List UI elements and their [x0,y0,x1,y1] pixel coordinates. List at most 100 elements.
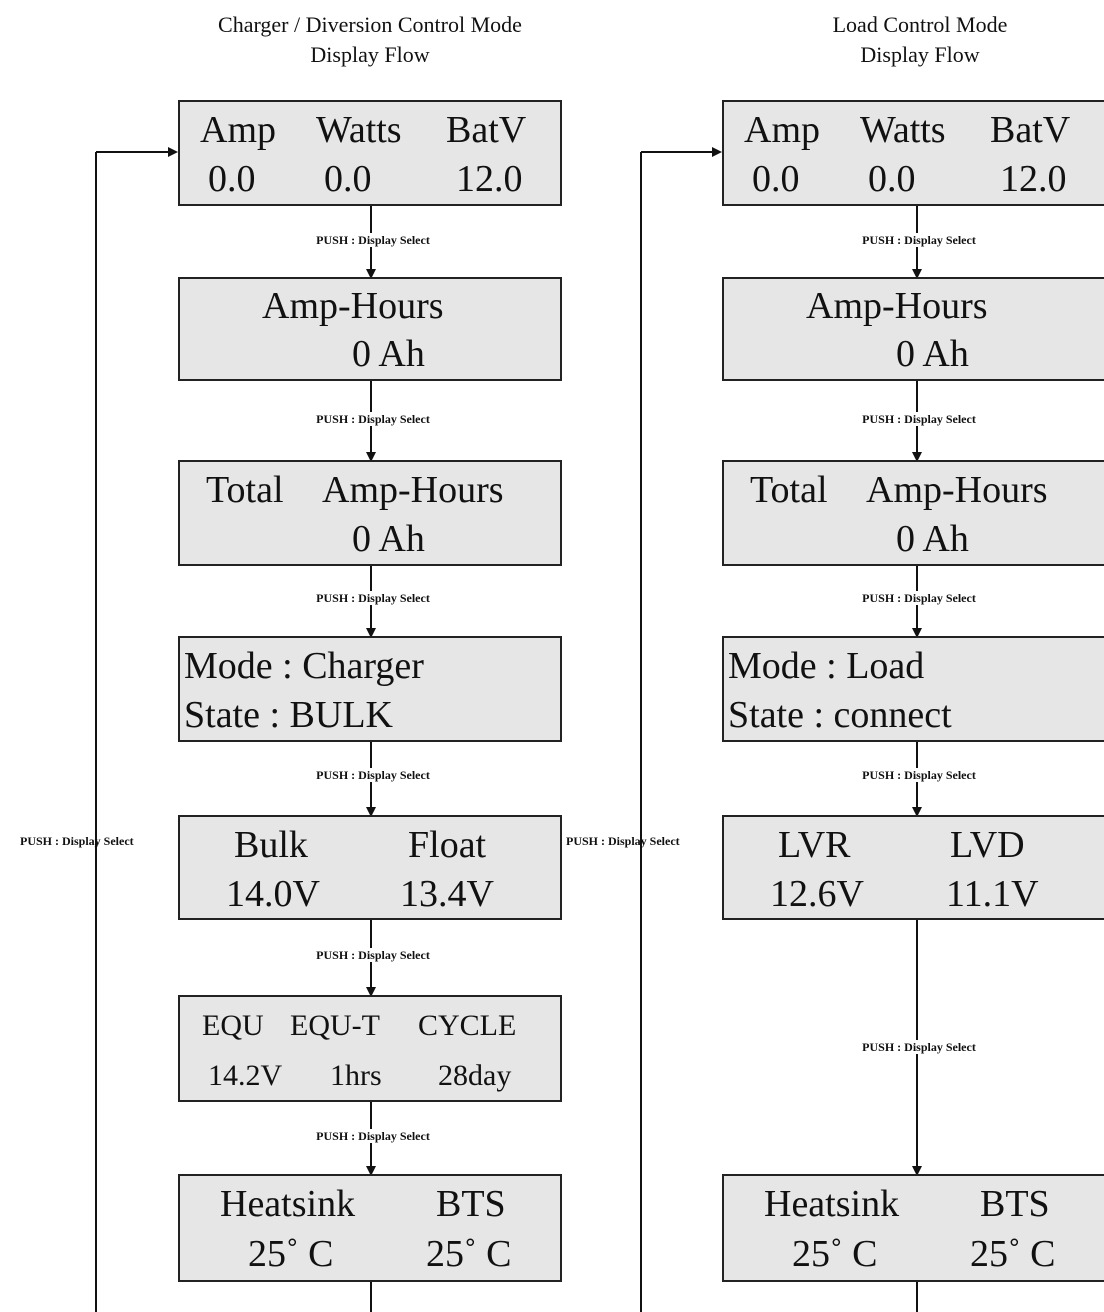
left-push-label: PUSH : Display Select [293,1129,453,1143]
screen-value: Total [206,469,284,512]
screen-value: BatV [446,109,527,152]
screen-value: BatV [990,109,1071,152]
screen-value: 25˚ C [970,1233,1056,1275]
screen-value: Amp [200,109,276,152]
screen-value: 0.0 [752,158,800,200]
screen-value: LVD [950,824,1025,867]
screen-value: 0.0 [868,158,916,200]
screen-value: Heatsink [764,1183,900,1226]
screen-value: Amp-Hours [866,469,1048,512]
screen-bottom-row: 0.0 0.0 12.0 [180,155,560,204]
screen-value: EQU-T [290,1009,380,1043]
screen-value: Watts [860,109,946,152]
screen-value: 25˚ C [792,1233,878,1275]
screen-top-row: Heatsink BTS [180,1180,560,1230]
right-screen-5: LVR LVD 12.6V 11.1V [722,815,1104,920]
screen-bottom-row: 25˚ C 25˚ C [180,1230,560,1280]
screen-top-row: Bulk Float [180,821,560,869]
screen-top-row: Total Amp-Hours [180,466,560,515]
screen-value: State : connect [728,694,952,736]
screen-top-row: Mode : Charger [180,642,560,691]
screen-bottom-row: 0 Ah [724,331,1104,379]
screen-value: 0 Ah [352,333,425,375]
left-push-label: PUSH : Display Select [293,948,453,962]
screen-value: 25˚ C [426,1233,512,1275]
screen-value: Heatsink [220,1183,356,1226]
screen-top-row: Amp-Hours [180,283,560,331]
screen-bottom-row: State : BULK [180,691,560,740]
screen-value: Mode : Charger [184,645,424,688]
left-loop-label: PUSH : Display Select [20,834,134,848]
right-screen-2: Amp-Hours 0 Ah [722,277,1104,381]
left-screen-7: Heatsink BTS 25˚ C 25˚ C [178,1174,562,1282]
right-push-label: PUSH : Display Select [839,768,999,782]
screen-value: BTS [436,1183,506,1226]
right-title-line2: Display Flow [860,42,980,67]
screen-value: LVR [778,824,851,867]
screen-bottom-row: 12.6V 11.1V [724,870,1104,918]
screen-value: 13.4V [400,872,494,915]
screen-top-row: LVR LVD [724,821,1104,869]
screen-bottom-row: 0.0 0.0 12.0 [724,155,1104,204]
screen-value: Mode : Load [728,645,925,688]
screen-value: Amp-Hours [806,285,988,328]
left-push-label: PUSH : Display Select [293,412,453,426]
screen-bottom-row: 0 Ah [180,331,560,379]
screen-value: 0 Ah [896,518,969,560]
screen-value: 0 Ah [896,333,969,375]
screen-value: 25˚ C [248,1233,334,1275]
screen-value: Amp-Hours [262,285,444,328]
left-column-title: Charger / Diversion Control Mode Display… [170,10,570,70]
screen-value: 12.0 [456,158,523,200]
screen-value: 0 Ah [352,518,425,560]
screen-value: 28day [438,1058,512,1092]
left-push-label: PUSH : Display Select [293,591,453,605]
screen-value: 14.0V [226,872,320,915]
screen-value: 12.6V [770,872,864,915]
left-push-label: PUSH : Display Select [293,233,453,247]
screen-value: EQU [202,1009,264,1043]
right-push-label: PUSH : Display Select [839,233,999,247]
screen-value: 12.0 [1000,158,1067,200]
right-screen-3: Total Amp-Hours 0 Ah [722,460,1104,566]
screen-value: Total [750,469,828,512]
left-screen-3: Total Amp-Hours 0 Ah [178,460,562,566]
screen-bottom-row: 25˚ C 25˚ C [724,1230,1104,1280]
right-screen-6: Heatsink BTS 25˚ C 25˚ C [722,1174,1104,1282]
right-push-label: PUSH : Display Select [839,412,999,426]
screen-bottom-row: 14.0V 13.4V [180,870,560,918]
screen-top-row: Total Amp-Hours [724,466,1104,515]
screen-value: Bulk [234,824,308,867]
right-push-label: PUSH : Display Select [839,1040,999,1054]
screen-bottom-row: 0 Ah [724,515,1104,564]
screen-top-row: Heatsink BTS [724,1180,1104,1230]
left-title-line1: Charger / Diversion Control Mode [218,12,522,37]
screen-value: 14.2V [208,1058,283,1092]
screen-top-row: EQU EQU-T CYCLE [180,1001,560,1050]
screen-value: Watts [316,109,402,152]
screen-value: 11.1V [946,872,1039,915]
screen-top-row: Amp Watts BatV [180,106,560,155]
screen-bottom-row: State : connect [724,691,1104,740]
screen-value: Float [408,824,487,867]
screen-value: Amp-Hours [322,469,504,512]
screen-top-row: Amp-Hours [724,283,1104,331]
left-title-line2: Display Flow [310,42,430,67]
screen-top-row: Mode : Load [724,642,1104,691]
screen-bottom-row: 0 Ah [180,515,560,564]
screen-value: State : BULK [184,694,393,736]
screen-value: 0.0 [324,158,372,200]
screen-value: CYCLE [418,1009,517,1043]
screen-value: 0.0 [208,158,256,200]
left-screen-5: Bulk Float 14.0V 13.4V [178,815,562,920]
screen-value: BTS [980,1183,1050,1226]
right-loop-label: PUSH : Display Select [566,834,680,848]
left-screen-1: Amp Watts BatV 0.0 0.0 12.0 [178,100,562,206]
